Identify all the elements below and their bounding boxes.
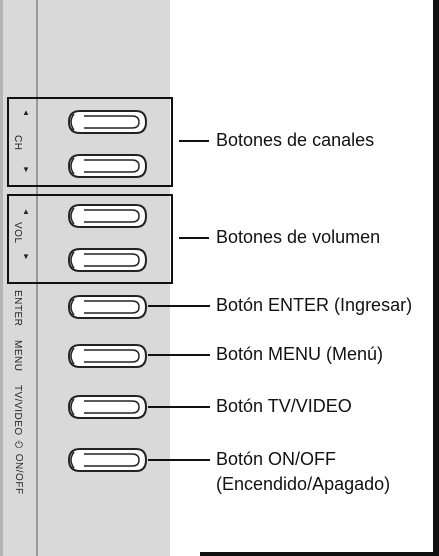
panel-divider <box>36 0 38 556</box>
vol-side-label: VOL <box>12 222 23 244</box>
volume-up-button[interactable] <box>66 202 148 230</box>
onoff-side-label: ⏻ ON/OFF <box>13 440 24 495</box>
vol-up-arrow: ▲ <box>22 207 30 216</box>
panel-left-edge <box>0 0 3 556</box>
channel-down-button[interactable] <box>66 152 148 180</box>
channel-buttons-group <box>7 97 173 187</box>
menu-label: Botón MENU (Menú) <box>216 344 384 364</box>
tvvideo-callout-line <box>148 406 210 408</box>
channels-callout-line <box>179 140 209 142</box>
onoff-label-line1: Botón ON/OFF <box>216 449 337 469</box>
ch-down-arrow: ▼ <box>22 165 30 174</box>
enter-side-label: ENTER <box>12 290 23 327</box>
volume-callout-line <box>179 237 209 239</box>
onoff-callout-line <box>148 459 210 461</box>
enter-button[interactable] <box>66 293 148 321</box>
power-button[interactable] <box>66 446 148 474</box>
volume-buttons-group <box>7 194 173 284</box>
enter-label: Botón ENTER (Ingresar) <box>216 295 413 315</box>
tvvideo-side-label: TV/VIDEO <box>12 385 23 436</box>
volume-label: Botones de volumen <box>216 227 381 247</box>
menu-button[interactable] <box>66 342 148 370</box>
menu-side-label: MENU <box>12 340 23 372</box>
tvvideo-button[interactable] <box>66 393 148 421</box>
tvvideo-label: Botón TV/VIDEO <box>216 396 352 416</box>
vol-down-arrow: ▼ <box>22 252 30 261</box>
enter-callout-line <box>148 305 210 307</box>
channel-up-button[interactable] <box>66 108 148 136</box>
menu-callout-line <box>148 354 210 356</box>
volume-down-button[interactable] <box>66 246 148 274</box>
channels-label: Botones de canales <box>216 130 375 150</box>
ch-up-arrow: ▲ <box>22 108 30 117</box>
onoff-label-line2: (Encendido/Apagado) <box>216 474 391 494</box>
frame-right-border <box>433 0 439 556</box>
frame-bottom-border <box>200 552 439 556</box>
ch-side-label: CH <box>12 135 23 151</box>
